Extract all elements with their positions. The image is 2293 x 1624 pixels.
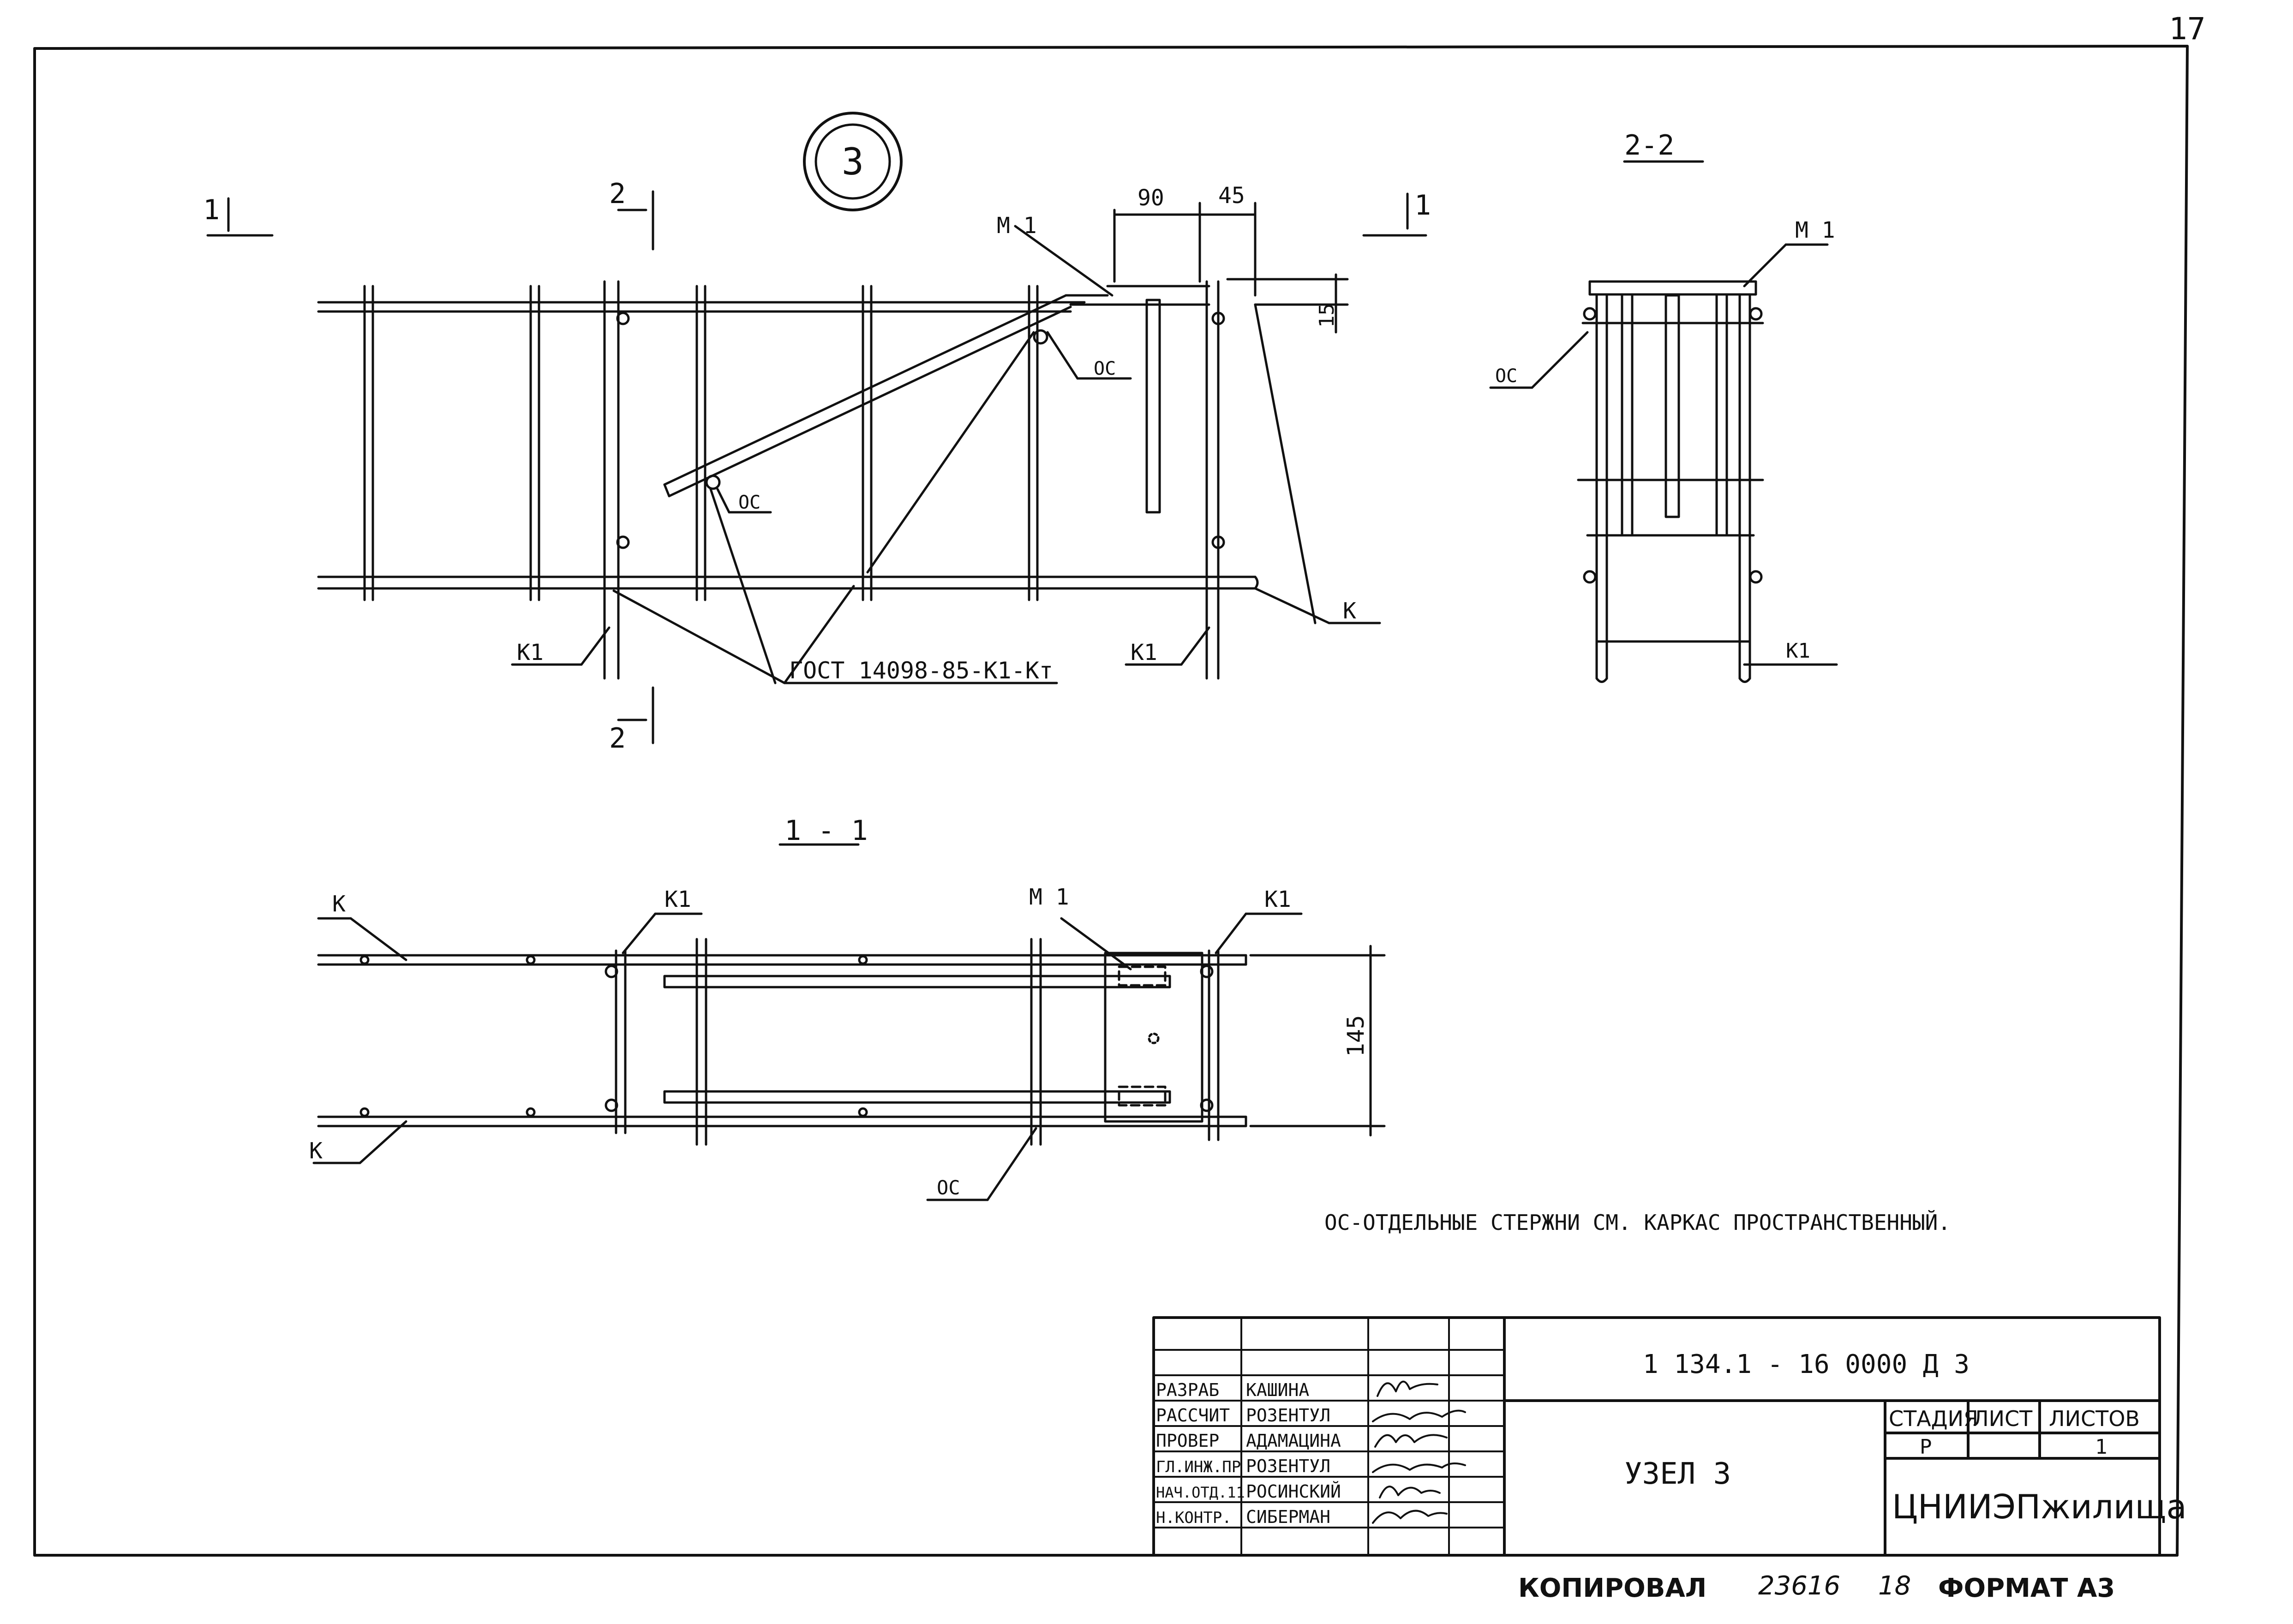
sig-role: РАЗРАБ <box>1156 1380 1219 1400</box>
label-os-section-2-2: ОС <box>1495 366 1517 387</box>
page-number: 17 <box>2169 11 2205 47</box>
label-k1-section-1-1-right: К1 <box>1264 887 1291 912</box>
label-k-main: К <box>1343 598 1356 624</box>
label-gost: ГОСТ 14098-85-К1-Кт <box>789 657 1053 684</box>
sheets-header: ЛИСТОВ <box>2049 1406 2140 1431</box>
sig-name: СИБЕРМАН <box>1246 1507 1330 1527</box>
sig-name: РОСИНСКИЙ <box>1246 1481 1341 1502</box>
copy-sheet: 18 <box>1878 1571 1911 1601</box>
label-os-main-2: ОС <box>738 492 760 513</box>
sig-role: Н.КОНТР. <box>1156 1509 1232 1527</box>
label-k-section-1-1-top: К <box>332 891 346 917</box>
sheet-frame <box>33 45 2189 1557</box>
dim-145: 145 <box>1342 1015 1369 1057</box>
section-2-2-view <box>1489 160 1838 683</box>
label-m1-section-2-2: М 1 <box>1795 217 1835 243</box>
sig-role: РАССЧИТ <box>1156 1405 1230 1426</box>
dim-90: 90 <box>1138 185 1164 211</box>
stage-header: СТАДИЯ <box>1889 1406 1978 1431</box>
dim-15: 15 <box>1315 303 1339 328</box>
sig-role: НАЧ.ОТД.11 <box>1156 1484 1245 1501</box>
label-k1-section-1-1-left: К1 <box>665 887 691 912</box>
node-number: 3 <box>842 140 864 183</box>
drawing-title: УЗЕЛ 3 <box>1624 1457 1731 1491</box>
organization-name: ЦНИИЭПжилища <box>1892 1487 2187 1526</box>
sig-name: РОЗЕНТУЛ <box>1246 1456 1330 1476</box>
format-label: ФОРМАТ А3 <box>1938 1573 2115 1603</box>
sheets-value: 1 <box>2095 1435 2107 1459</box>
label-m1-main: М 1 <box>997 213 1037 239</box>
sig-name: КАШИНА <box>1246 1380 1309 1400</box>
label-k-section-1-1-bottom: К <box>309 1138 323 1164</box>
section-2-2-title: 2-2 <box>1624 129 1674 162</box>
sheet-header: ЛИСТ <box>1973 1406 2033 1431</box>
sig-role: ГЛ.ИНЖ.ПР <box>1156 1458 1241 1476</box>
node-marker: 3 <box>803 112 903 211</box>
dim-45: 45 <box>1218 183 1245 209</box>
copied-by-label: КОПИРОВАЛ <box>1518 1573 1706 1603</box>
sig-name: АДАМАЦИНА <box>1246 1431 1341 1451</box>
label-k1-main-left: К1 <box>517 640 544 665</box>
label-k1-main-right: К1 <box>1131 640 1157 665</box>
cut-label-2-bottom: 2 <box>609 722 626 755</box>
general-note: ОС-ОТДЕЛЬНЫЕ СТЕРЖНИ СМ. КАРКАС ПРОСТРАН… <box>1324 1210 1951 1235</box>
cut-label-1-left: 1 <box>203 194 220 226</box>
signature-scribbles <box>1372 1380 1466 1524</box>
cut-label-1-right: 1 <box>1414 189 1431 222</box>
section-1-1-view <box>312 843 1386 1201</box>
section-1-1-title: 1 - 1 <box>784 815 868 847</box>
title-block <box>1152 1316 2161 1557</box>
document-code: 1 134.1 - 16 0000 Д 3 <box>1643 1349 1970 1379</box>
label-os-main-1: ОС <box>1094 358 1116 379</box>
main-view <box>206 190 1427 744</box>
label-m1-section-1-1: М 1 <box>1029 884 1069 910</box>
stage-value: Р <box>1920 1435 1932 1459</box>
signatures-table: РАЗРАБ КАШИНА РАССЧИТ РОЗЕНТУЛ ПРОВЕР АД… <box>1156 1380 1341 1527</box>
sig-name: РОЗЕНТУЛ <box>1246 1405 1330 1426</box>
sig-role: ПРОВЕР <box>1156 1431 1219 1451</box>
label-os-section-1-1: ОС <box>937 1176 960 1199</box>
copy-number: 23616 <box>1758 1571 1840 1601</box>
label-k1-section-2-2: К1 <box>1786 639 1810 663</box>
cut-label-2-top: 2 <box>609 178 626 210</box>
